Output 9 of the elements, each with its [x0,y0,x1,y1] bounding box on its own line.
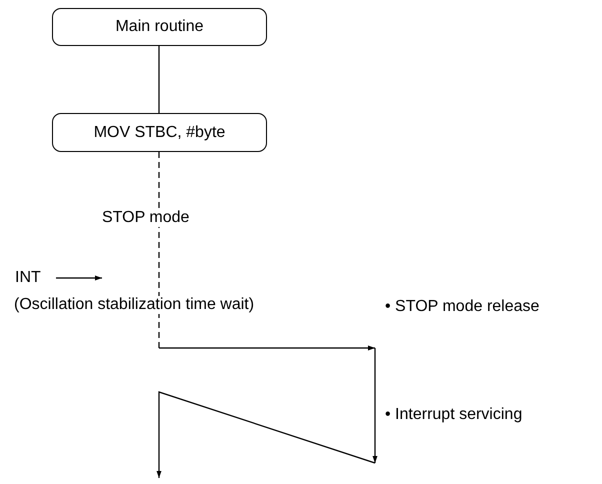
event-label: • Interrupt servicing [385,406,522,424]
mode-label: STOP mode [101,209,190,227]
connector-line [158,46,160,113]
process-box: MOV STBC, #byte [52,113,267,152]
process-box: Main routine [52,8,267,46]
dashed-line [158,152,160,348]
note-text: (Oscillation stabilization time wait) [13,296,256,314]
event-label: • STOP mode release [385,298,540,316]
signal-label: INT [15,269,41,287]
